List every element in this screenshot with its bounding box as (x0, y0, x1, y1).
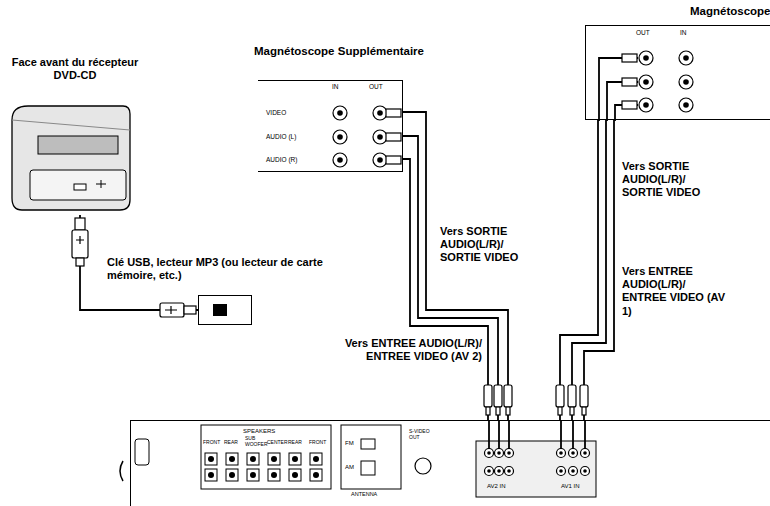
cable-wire (403, 136, 498, 420)
jack-label: VIDEO (266, 109, 286, 116)
usb-device: Clé USB, lecteur MP3 (ou lecteur de cart… (198, 295, 252, 325)
antenna-label: AM (345, 464, 354, 471)
cable-label: Vers ENTREE AUDIO(L/R)/ ENTREE VIDEO (AV… (300, 337, 482, 363)
device-caption: Clé USB, lecteur MP3 (ou lecteur de cart… (107, 256, 347, 281)
cable-wire (560, 120, 598, 420)
usb-device-art (199, 296, 251, 324)
receiver-back-panel-art (131, 421, 770, 506)
cable-wire (403, 112, 508, 420)
vcr-heading: Magnétoscope Supplémentaire (254, 45, 424, 58)
terminal-label: FRONT (309, 440, 329, 446)
receiver-back-panel: SPEAKERSFRONTREARSUB WOOFERCENTERREARFRO… (130, 420, 770, 506)
vcr-panel: Magnétoscope SupplémentaireINOUTVIDEOAUD… (258, 80, 403, 172)
terminal-label: REAR (288, 440, 308, 446)
usb-plug-end (160, 303, 196, 317)
panel-heading: Face avant du récepteur DVD-CD (5, 56, 145, 81)
jack-label: IN (680, 29, 687, 36)
front-panel-art (8, 100, 133, 215)
av-cable (560, 120, 614, 420)
vcr-heading: Magnétoscope (690, 5, 770, 18)
jack-label: S-VIDEO OUT (409, 429, 439, 441)
jack-label: AV1 IN (561, 483, 580, 490)
jack-label: IN (332, 83, 339, 90)
jack-label: AUDIO (R) (266, 156, 297, 163)
cable-wire (572, 120, 606, 420)
cable-label: Vers SORTIE AUDIO(L/R)/ SORTIE VIDEO (440, 225, 540, 265)
terminal-label: SUB WOOFER (245, 436, 267, 448)
rca-plugs (484, 385, 588, 415)
antenna-label: ANTENNA (351, 491, 377, 497)
panel-label: SPEAKERS (243, 428, 275, 435)
terminal-label: REAR (224, 440, 244, 446)
jack-label: OUT (636, 29, 650, 36)
antenna-label: FM (345, 440, 354, 447)
vcr-panel-art (586, 26, 770, 119)
front-panel: Face avant du récepteur DVD-CD (8, 100, 133, 215)
jack-label: AUDIO (L) (266, 133, 296, 140)
jack-label: OUT (369, 83, 383, 90)
jack-label: AV2 IN (487, 483, 506, 490)
usb-plug (72, 218, 88, 266)
cable-wire (584, 120, 614, 420)
terminal-label: CENTER (267, 440, 287, 446)
cable-label: Vers ENTREE AUDIO(L/R)/ ENTREE VIDEO (AV… (622, 265, 732, 318)
cable-wire (403, 159, 488, 420)
vcr-panel: MagnétoscopeOUTIN (585, 25, 770, 120)
av-cable (403, 112, 508, 420)
terminal-label: FRONT (203, 440, 223, 446)
cable-label: Vers SORTIE AUDIO(L/R)/ SORTIE VIDEO (622, 160, 722, 200)
